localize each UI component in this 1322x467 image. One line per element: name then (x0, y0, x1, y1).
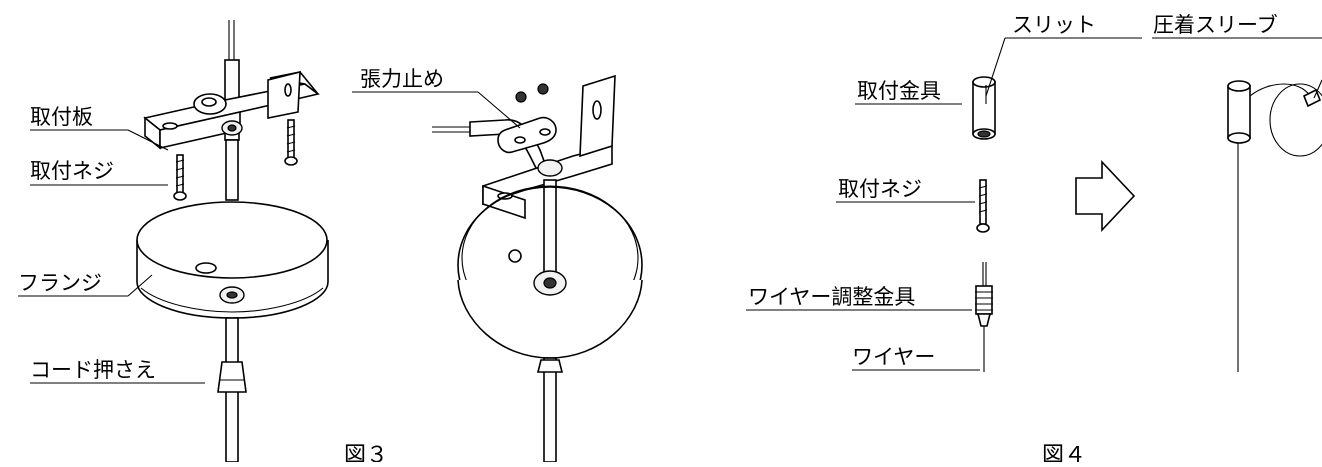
figure4-caption: 図４ (1042, 443, 1086, 462)
mounting-plate-assembled (482, 74, 616, 220)
label-strain-relief: 張力止め (360, 67, 444, 91)
label-mounting-screw-fig3: 取付ネジ (30, 159, 114, 183)
fig4-assembled-view (1152, 37, 1322, 372)
wire-adjuster-part (975, 262, 993, 372)
label-wire-adjuster: ワイヤー調整金具 (748, 285, 915, 309)
cord-retainer-part (217, 361, 247, 393)
label-wire: ワイヤー (852, 345, 935, 369)
mounting-screw-right (284, 119, 298, 166)
mounting-screw-left (173, 154, 187, 201)
mounting-screw-fig4-part (976, 179, 990, 233)
fig3-assembled-view (352, 74, 643, 463)
crimp-sleeve-part (1302, 88, 1322, 108)
mounting-plate-part (143, 70, 320, 150)
fig3-exploded-view (18, 20, 329, 463)
strain-relief-part (497, 116, 557, 154)
mounting-bracket-part (972, 76, 996, 140)
label-crimp-sleeve: 圧着スリーブ (1153, 13, 1278, 37)
wire-loop (1249, 83, 1311, 97)
label-cord-retainer: コード押さえ (30, 358, 156, 382)
label-slit: スリット (1012, 13, 1096, 37)
power-cord-middle (225, 139, 239, 201)
label-mounting-screw-fig4: 取付ネジ (838, 177, 922, 201)
flange-open-part (457, 185, 643, 359)
label-mounting-bracket: 取付金具 (857, 79, 941, 103)
figure3-caption: 図３ (344, 443, 388, 462)
label-flange: フランジ (18, 271, 102, 295)
arrow-icon (1075, 159, 1136, 233)
fig4-parts-view (746, 37, 1142, 372)
flange-part (136, 201, 329, 319)
label-mounting-plate: 取付板 (30, 105, 93, 129)
